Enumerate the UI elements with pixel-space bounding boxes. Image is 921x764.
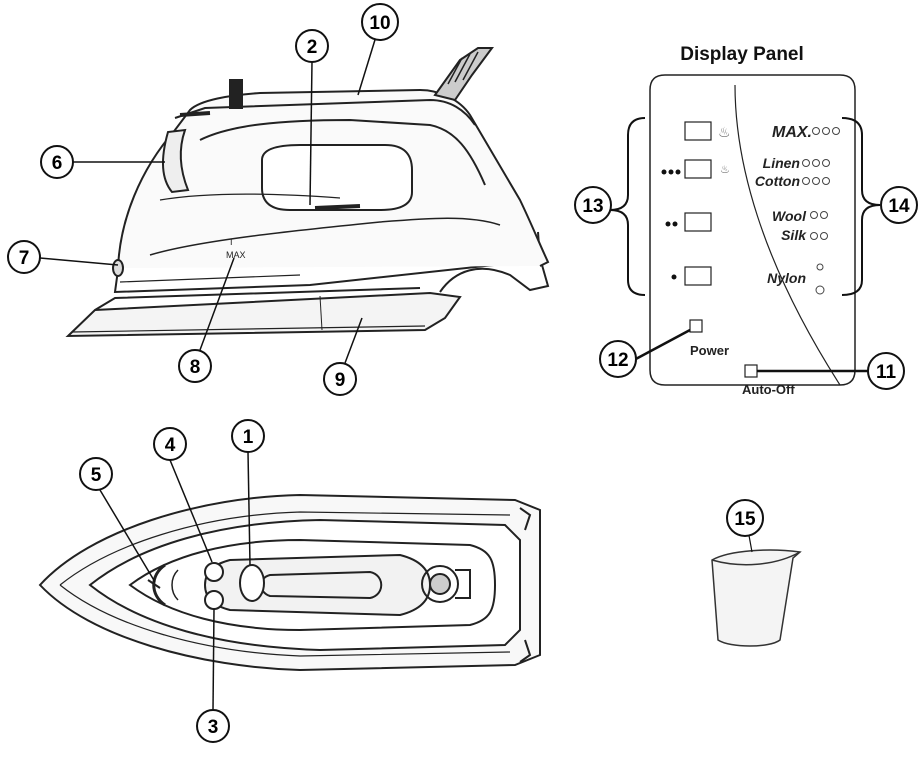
svg-text:11: 11 [876,362,897,383]
steam-indicator-3 [684,159,712,179]
callout-3: 3 [196,709,230,743]
svg-text:6: 6 [52,153,63,174]
callout-7: 7 [7,240,41,274]
callout-14: 14 [880,186,918,224]
panel-leaders [633,328,868,373]
iron-top-view [38,493,541,672]
svg-text:14: 14 [888,196,910,217]
callout-circles: 1 2 3 4 5 6 7 8 9 10 11 12 13 14 15 [7,3,918,743]
setting-silk: Silk [781,227,807,243]
svg-text:2: 2 [307,37,318,58]
dial-max-mark: MAX [226,250,246,260]
power-label: Power [690,343,729,358]
svg-text:10: 10 [369,13,390,34]
temperature-leds [802,127,840,295]
cord-guard [433,47,494,102]
svg-text:4: 4 [165,435,176,456]
display-panel: ♨ ♨ MAX. Linen Cotton Wool Silk Nylon Po… [649,74,856,397]
setting-cotton: Cotton [755,173,800,189]
iron-side-view [65,47,550,338]
setting-nylon: Nylon [767,270,806,286]
svg-text:7: 7 [19,248,30,269]
top-leaders [99,451,251,711]
svg-text:13: 13 [582,196,603,217]
dial-line-mark: I [230,237,233,247]
svg-text:8: 8 [190,357,201,378]
callout-6: 6 [40,145,74,179]
steam-small-icon: ♨ [720,164,730,176]
steam-selector [239,564,265,602]
svg-text:5: 5 [91,465,102,486]
steam-icon: ♨ [718,124,731,140]
callout-10: 10 [361,3,399,41]
callout-2: 2 [295,29,329,63]
setting-wool: Wool [772,208,807,224]
svg-text:15: 15 [734,509,756,530]
steam-indicator-1 [684,266,712,286]
measuring-cup [711,529,802,647]
steam-bracket [609,117,646,296]
power-indicator [689,319,703,333]
setting-max: MAX. [772,124,812,141]
svg-text:12: 12 [607,350,628,371]
steam-indicator-max [684,121,712,141]
handle-window [261,144,413,211]
svg-text:1: 1 [243,427,254,448]
steam-knob [229,79,243,109]
callout-1: 1 [231,419,265,453]
soleplate [65,291,462,338]
panel-title: Display Panel [680,44,804,65]
auto-off-label: Auto-Off [742,382,795,397]
callout-4: 4 [153,427,187,461]
callout-8: 8 [178,349,212,383]
callout-12: 12 [599,340,637,378]
steam-indicator-2 [684,212,712,232]
auto-off-indicator [744,364,758,378]
svg-text:9: 9 [335,370,346,391]
side-leaders [39,29,379,364]
callout-15: 15 [726,499,764,537]
burst-button [204,590,224,610]
callout-5: 5 [79,457,113,491]
callout-9: 9 [323,362,357,396]
svg-text:3: 3 [208,717,219,738]
callout-11: 11 [867,352,905,390]
spray-button [204,562,224,582]
setting-linen: Linen [763,155,800,171]
callout-13: 13 [574,186,612,224]
